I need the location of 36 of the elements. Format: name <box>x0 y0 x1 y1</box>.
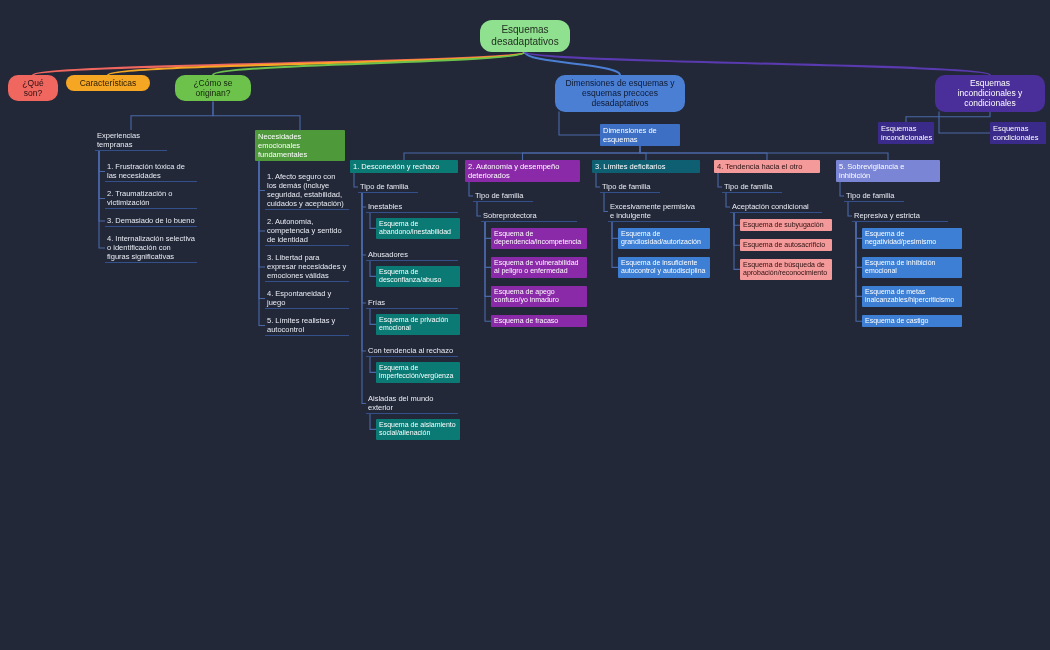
topic-pill: ¿Cómo se originan? <box>175 75 251 102</box>
connector-line <box>98 150 106 249</box>
branch-line <box>524 51 991 76</box>
connector-line <box>717 172 723 188</box>
branch-line <box>212 51 526 76</box>
connector-line <box>258 160 266 327</box>
connector-line <box>369 260 377 277</box>
branch-line <box>107 51 526 76</box>
connector-line <box>611 221 619 268</box>
branch-line <box>524 51 621 76</box>
connector-line <box>855 221 863 322</box>
topic-pill: Características <box>66 75 150 92</box>
topic-pill: ¿Qué son? <box>8 75 58 102</box>
connector-line <box>725 192 731 208</box>
connector-line <box>595 172 601 188</box>
connector-line <box>847 201 853 217</box>
root-topic: Esquemas desadaptativos <box>480 20 570 52</box>
connector-line <box>639 145 889 161</box>
connector-line <box>212 100 301 131</box>
connector-line <box>558 111 601 136</box>
connector-line <box>484 221 492 322</box>
connector-line <box>733 212 741 270</box>
connector-line <box>938 111 991 134</box>
connector-line <box>905 111 991 123</box>
connector-line <box>353 172 359 188</box>
connector-line <box>361 192 367 405</box>
topic-pill: Dimensiones de esquemas y esquemas precoces desadaptativos <box>555 75 685 112</box>
connector-line <box>476 201 482 217</box>
connector-line <box>369 308 377 325</box>
connector-line <box>369 356 377 373</box>
connector-line <box>603 192 609 213</box>
topic-pill: Esquemas incondicionales y condicionales <box>935 75 1045 112</box>
connector-line <box>839 181 845 197</box>
connector-line <box>468 181 474 197</box>
connector-line <box>369 212 377 229</box>
connector-line <box>369 413 377 430</box>
